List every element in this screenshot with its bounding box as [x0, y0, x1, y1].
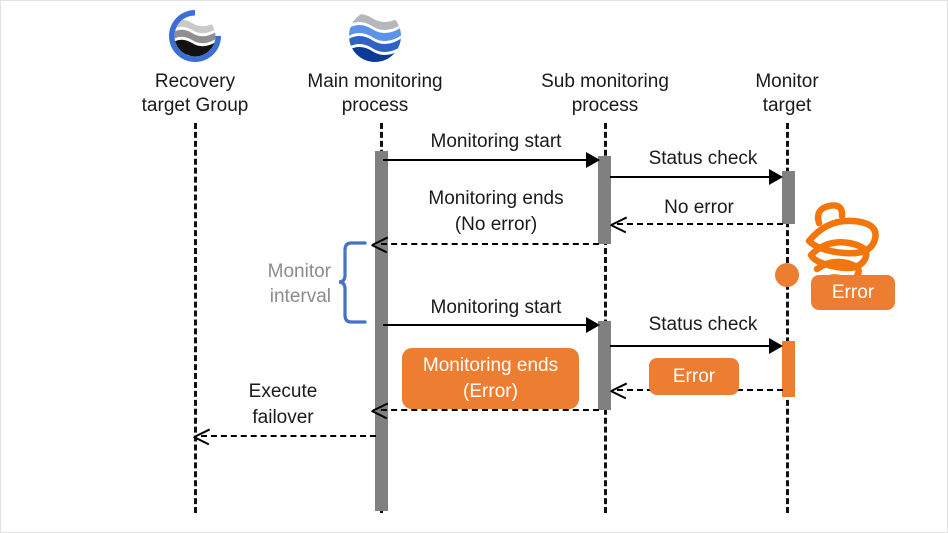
recovery-group-logo — [166, 7, 224, 65]
lifeline-header-target: Monitor target — [755, 71, 819, 116]
monitor-interval-brace — [338, 241, 367, 324]
message-line-m1 — [383, 159, 591, 161]
activation-bar-target-1 — [782, 171, 795, 224]
message-label-m1: Monitoring start — [430, 131, 562, 152]
message-line-m2 — [610, 176, 772, 178]
message-arrowhead-m9 — [194, 428, 210, 444]
message-arrowhead-m5 — [586, 317, 600, 333]
lifeline-sub — [604, 123, 607, 513]
lifeline-header-sub: Sub monitoring process — [541, 71, 669, 116]
message-label-m7-error-box: Error — [649, 358, 739, 395]
message-arrowhead-m3 — [611, 216, 627, 232]
error-badge: Error — [811, 275, 895, 310]
activation-bar-sub-2 — [598, 321, 611, 410]
lifeline-recovery — [194, 123, 197, 513]
message-line-m8 — [381, 409, 599, 411]
message-line-m9 — [201, 435, 376, 437]
message-arrowhead-m2 — [769, 169, 783, 185]
message-label-m8-error-box: Monitoring ends (Error) — [402, 348, 579, 409]
message-line-m6 — [610, 345, 772, 347]
message-arrowhead-m4 — [372, 236, 388, 252]
message-arrowhead-m7 — [611, 382, 627, 398]
message-label-m3: No error — [664, 197, 734, 218]
message-label-m4: Monitoring ends (No error) — [428, 188, 564, 235]
main-process-logo — [346, 7, 404, 65]
lifeline-header-recovery: Recovery target Group — [141, 71, 249, 116]
activation-bar-target-2-error — [782, 341, 795, 397]
message-label-m9: Execute failover — [248, 381, 318, 428]
message-line-m5 — [383, 324, 591, 326]
message-label-m5: Monitoring start — [430, 297, 562, 318]
activation-bar-sub-1 — [598, 156, 611, 244]
message-arrowhead-m1 — [586, 152, 600, 168]
message-label-m2: Status check — [648, 148, 758, 169]
monitor-interval-label: Monitor interval — [267, 261, 331, 307]
message-label-m6: Status check — [648, 314, 758, 335]
error-dot-icon — [775, 263, 799, 287]
message-arrowhead-m6 — [769, 338, 783, 354]
message-line-m4 — [381, 243, 599, 245]
message-line-m3 — [617, 223, 783, 225]
activation-bar-main — [375, 151, 388, 511]
message-arrowhead-m8 — [372, 402, 388, 418]
lifeline-target — [786, 123, 789, 513]
lifeline-header-main: Main monitoring process — [307, 71, 443, 116]
